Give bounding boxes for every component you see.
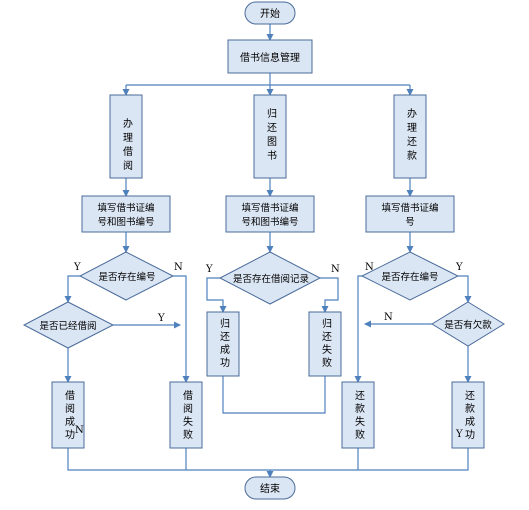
pay-fail-label: 还款失败: [353, 390, 365, 442]
fill-return-label-1: 填写借书证编: [241, 202, 298, 214]
fill-borrow-label-1: 填写借书证编: [97, 202, 154, 214]
fill-pay-label-2: 号: [405, 217, 415, 228]
fill-borrow-process: 填写借书证编 号和图书编号: [81, 195, 171, 233]
branch-n-borrowed: N: [75, 425, 84, 436]
exists-id-left-label: 是否存在编号: [98, 271, 155, 283]
info-manage-process: 借书信息管理: [227, 39, 313, 74]
exists-record-label: 是否存在借阅记录: [233, 273, 310, 285]
branch-y-exists-right: Y: [455, 262, 463, 273]
branch-y-exists-left: Y: [73, 262, 81, 273]
borrow-fail-result: 借阅失败: [169, 381, 203, 449]
edge-exists-right-yes: [458, 275, 472, 303]
pay-process: 办理还款: [393, 94, 427, 179]
has-borrowed-label: 是否已经借阅: [39, 320, 96, 332]
borrow-fail-label: 借阅失败: [181, 390, 193, 442]
pay-ok-label: 还款成功: [463, 390, 475, 442]
fill-pay-process: 填写借书证编 号: [365, 195, 455, 233]
fill-pay-label-1: 填写借书证编: [381, 202, 438, 214]
edges: [64, 24, 472, 478]
edge-record-yes: [206, 277, 227, 313]
borrow-process: 办理借阅: [109, 94, 143, 179]
edge-return-outcomes-join: [222, 376, 326, 414]
exists-id-right-decision: 是否存在编号: [360, 251, 460, 301]
fill-return-process: 填写借书证编 号和图书编号: [225, 195, 315, 233]
has-debt-decision: 是否有欠款: [431, 301, 505, 347]
exists-id-right-label: 是否存在编号: [381, 271, 438, 283]
edge-record-no: [320, 277, 339, 313]
end-terminal: 结束: [244, 476, 296, 500]
info-manage-label: 借书信息管理: [240, 51, 300, 64]
exists-id-left-decision: 是否存在编号: [78, 251, 175, 301]
end-label: 结束: [260, 482, 280, 495]
pay-label: 办理还款: [405, 107, 417, 164]
exists-record-decision: 是否存在借阅记录: [218, 251, 322, 305]
start-terminal: 开始: [244, 1, 296, 25]
branch-n-debt: N: [384, 312, 393, 323]
start-label: 开始: [260, 7, 280, 20]
borrow-label: 办理借阅: [121, 117, 133, 174]
has-borrowed-decision: 是否已经借阅: [22, 301, 115, 349]
branch-labels: Y N Y N Y N N Y N Y: [73, 262, 463, 440]
branch-y-record: Y: [205, 264, 213, 275]
return-fail-label: 归还失败: [320, 317, 332, 370]
fill-return-label-2: 号和图书编号: [241, 216, 298, 228]
edge-end-bar: [67, 448, 469, 471]
branch-y-debt: Y: [455, 429, 463, 440]
fill-borrow-label-2: 号和图书编号: [97, 216, 154, 228]
return-ok-result: 归还成功: [206, 311, 240, 377]
branch-y-borrowed: Y: [157, 313, 165, 324]
pay-ok-result: 还款成功: [451, 381, 485, 449]
return-fail-result: 归还失败: [308, 311, 342, 377]
has-debt-label: 是否有欠款: [444, 319, 492, 331]
return-book-label: 归还图书: [265, 107, 277, 164]
branch-n-exists-right: N: [365, 262, 374, 273]
branch-n-record: N: [331, 264, 340, 275]
branch-n-exists-left: N: [174, 262, 183, 273]
borrow-ok-label: 借阅成功: [63, 390, 75, 442]
borrow-ok-result: 借阅成功: [51, 381, 85, 449]
return-ok-label: 归还成功: [218, 317, 230, 370]
edge-exists-left-yes: [64, 275, 80, 303]
edge-exists-right-no: [354, 275, 362, 383]
edge-exists-left-no: [173, 275, 190, 383]
pay-fail-result: 还款失败: [341, 381, 375, 449]
return-book-process: 归还图书: [253, 94, 287, 179]
